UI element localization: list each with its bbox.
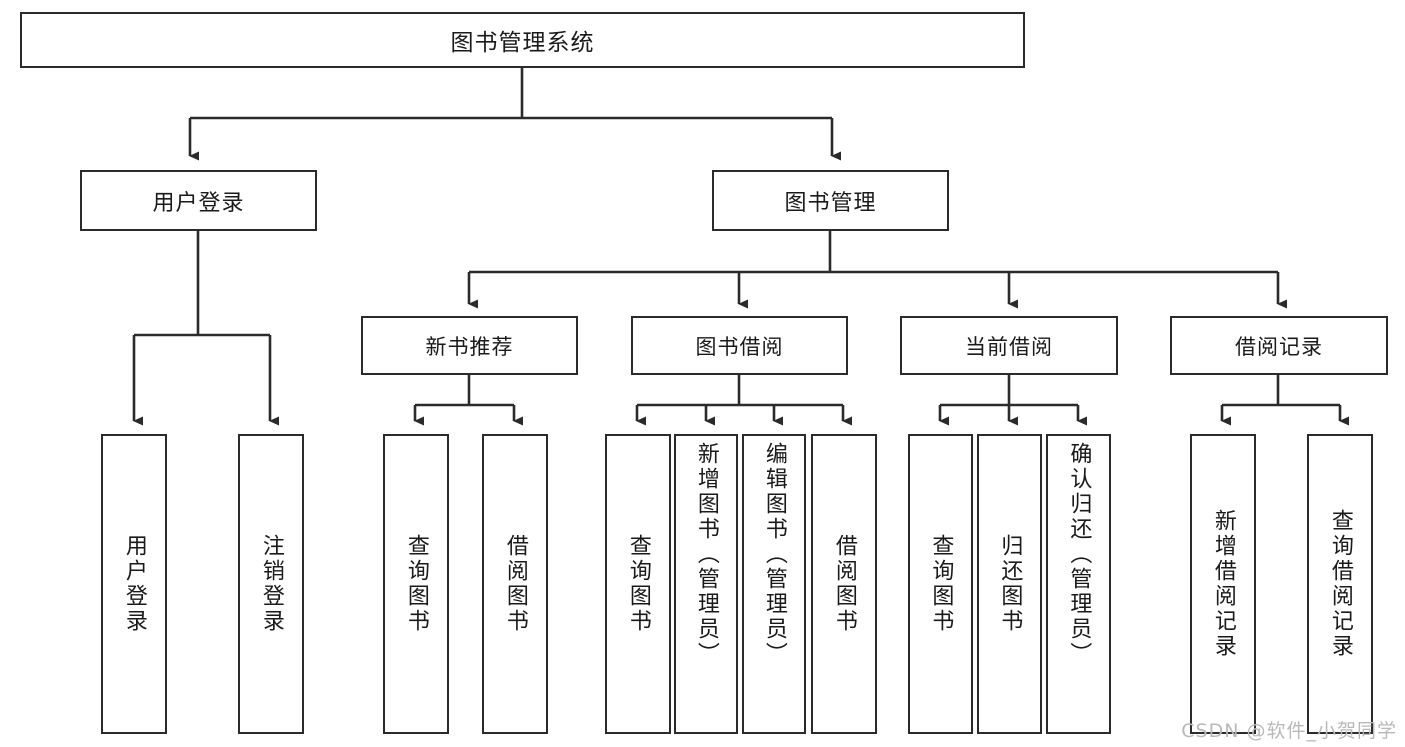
node-leaf-query-book-borrow[interactable]: 查询图书 xyxy=(605,434,671,734)
leaf-inner: 借阅图书 xyxy=(484,436,546,732)
node-leaf-add-book-label: 新增图书（管理员） xyxy=(693,442,719,667)
node-leaf-add-borrow-record[interactable]: 新增借阅记录 xyxy=(1190,434,1256,734)
node-borrow-record-label: 借阅记录 xyxy=(1235,334,1323,359)
leaf-inner: 用户登录 xyxy=(103,436,165,732)
node-root-system[interactable]: 图书管理系统 xyxy=(20,12,1025,68)
node-leaf-confirm-return-label: 确认归还（管理员） xyxy=(1066,442,1092,667)
node-leaf-logout-login[interactable]: 注销登录 xyxy=(238,434,304,734)
node-leaf-borrow-book[interactable]: 借阅图书 xyxy=(811,434,877,734)
node-leaf-add-book[interactable]: 新增图书（管理员） xyxy=(674,434,738,734)
leaf-inner: 编辑图书（管理员） xyxy=(744,436,804,732)
node-leaf-query-book-current-label: 查询图书 xyxy=(928,534,954,634)
leaf-inner: 注销登录 xyxy=(240,436,302,732)
leaf-inner: 归还图书 xyxy=(979,436,1040,732)
leaf-inner: 查询图书 xyxy=(385,436,447,732)
node-leaf-logout-login-label: 注销登录 xyxy=(258,534,284,634)
node-book-borrow[interactable]: 图书借阅 xyxy=(631,316,848,375)
leaf-inner: 借阅图书 xyxy=(813,436,875,732)
node-leaf-borrow-book-label: 借阅图书 xyxy=(831,534,857,634)
node-root-label: 图书管理系统 xyxy=(450,30,595,56)
node-user-login-label: 用户登录 xyxy=(152,190,245,216)
node-new-book-recommend[interactable]: 新书推荐 xyxy=(361,316,578,375)
node-leaf-query-book-recommend[interactable]: 查询图书 xyxy=(383,434,449,734)
node-leaf-return-book[interactable]: 归还图书 xyxy=(977,434,1042,734)
node-leaf-return-book-label: 归还图书 xyxy=(997,534,1023,634)
node-current-borrow-label: 当前借阅 xyxy=(965,334,1053,359)
leaf-inner: 查询借阅记录 xyxy=(1309,436,1371,732)
node-leaf-confirm-return[interactable]: 确认归还（管理员） xyxy=(1046,434,1111,734)
node-leaf-edit-book[interactable]: 编辑图书（管理员） xyxy=(742,434,806,734)
leaf-inner: 查询图书 xyxy=(910,436,971,732)
node-leaf-query-book-borrow-label: 查询图书 xyxy=(625,534,651,634)
node-leaf-borrow-book-recommend-label: 借阅图书 xyxy=(502,534,528,634)
node-leaf-user-login[interactable]: 用户登录 xyxy=(101,434,167,734)
node-leaf-edit-book-label: 编辑图书（管理员） xyxy=(761,442,787,667)
node-book-manage-label: 图书管理 xyxy=(784,190,877,216)
leaf-inner: 新增图书（管理员） xyxy=(676,436,736,732)
node-new-book-recommend-label: 新书推荐 xyxy=(425,334,514,359)
node-leaf-borrow-book-recommend[interactable]: 借阅图书 xyxy=(482,434,548,734)
leaf-inner: 查询图书 xyxy=(607,436,669,732)
node-leaf-user-login-label: 用户登录 xyxy=(121,534,147,634)
node-current-borrow[interactable]: 当前借阅 xyxy=(900,316,1118,375)
node-leaf-query-book-current[interactable]: 查询图书 xyxy=(908,434,973,734)
leaf-inner: 新增借阅记录 xyxy=(1192,436,1254,732)
node-user-login[interactable]: 用户登录 xyxy=(80,170,317,231)
node-leaf-query-borrow-record-label: 查询借阅记录 xyxy=(1327,509,1353,659)
node-book-manage[interactable]: 图书管理 xyxy=(712,170,949,231)
watermark-text: CSDN @软件_小贺同学 xyxy=(1181,720,1397,742)
node-borrow-record[interactable]: 借阅记录 xyxy=(1170,316,1388,375)
node-leaf-query-book-recommend-label: 查询图书 xyxy=(403,534,429,634)
node-leaf-query-borrow-record[interactable]: 查询借阅记录 xyxy=(1307,434,1373,734)
leaf-inner: 确认归还（管理员） xyxy=(1048,436,1109,732)
node-book-borrow-label: 图书借阅 xyxy=(695,334,784,359)
node-leaf-add-borrow-record-label: 新增借阅记录 xyxy=(1210,509,1236,659)
